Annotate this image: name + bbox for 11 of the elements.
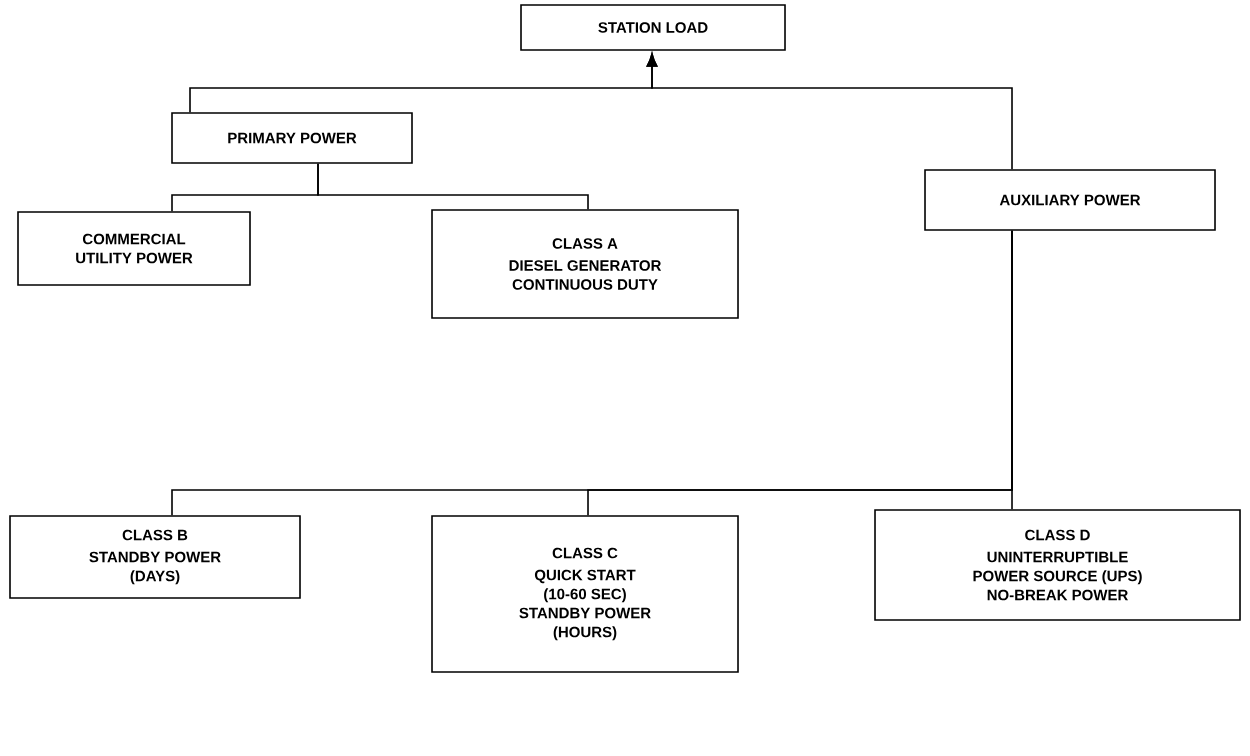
- process-box: CLASS B STANDBY POWER (DAYS): [9, 515, 301, 599]
- connector-line: [646, 53, 1013, 170]
- process-box: CLASS C QUICK START (10-60 SEC) STANDBY POWER (HOURS): [431, 515, 739, 673]
- process-box: STATION LOAD: [520, 4, 786, 51]
- process-box: AUXILIARY POWER: [924, 169, 1216, 231]
- process-box: CLASS A DIESEL GENERATOR CONTINUOUS DUTY: [431, 209, 739, 319]
- process-box: CLASS D UNINTERRUPTIBLE POWER SOURCE (UPS) NO-BREAK POWER: [874, 509, 1241, 621]
- connector-line: [1011, 230, 1013, 510]
- process-box: PRIMARY POWER: [171, 112, 413, 164]
- process-box: COMMERCIAL UTILITY POWER: [17, 211, 251, 286]
- connector-line: [317, 163, 589, 210]
